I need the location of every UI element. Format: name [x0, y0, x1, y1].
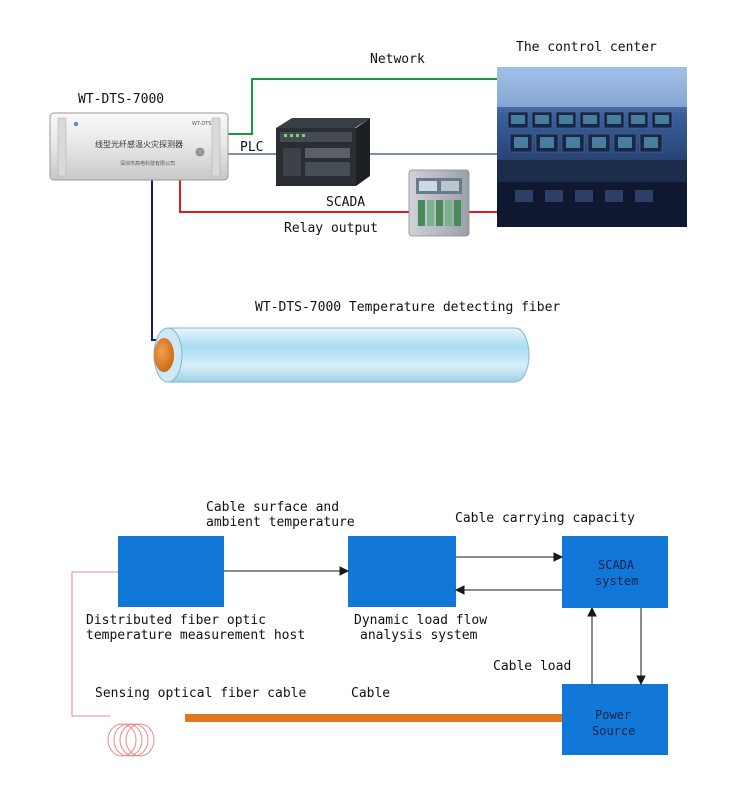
fiber-label: WT-DTS-7000 Temperature detecting fiber [255, 300, 560, 315]
host-caption-line1: Distributed fiber optic [86, 613, 266, 628]
device-port-icon [195, 147, 205, 157]
analysis-caption-line1: Dynamic load flow [354, 613, 487, 628]
top-diagram: WT-DTS-7000 WT-DTS 线型光纤感温火灾探测器 深圳市高电科技有限… [49, 40, 687, 383]
device-panel-subtext: 深圳市高电科技有限公司 [120, 160, 175, 167]
fiber-lead-line [151, 180, 170, 341]
device-panel-text: 线型光纤感温火灾探测器 [95, 139, 183, 149]
control-center-label: The control center [516, 40, 657, 55]
bottom-diagram: Cable surface and ambient temperature Ca… [71, 500, 668, 757]
sensing-fiber-label: Sensing optical fiber cable [95, 686, 306, 701]
scada-line [179, 178, 500, 213]
temperature-detecting-fiber-icon [153, 327, 530, 383]
surface-temp-label-line1: Cable surface and [206, 500, 339, 515]
scada-panel-icon [408, 169, 470, 237]
measurement-host-box [118, 536, 224, 607]
host-caption-line2: temperature measurement host [86, 628, 305, 643]
relay-output-label: Relay output [284, 221, 378, 236]
network-line [225, 78, 500, 135]
device-model-tag: WT-DTS [192, 121, 211, 127]
sensing-fiber-line [71, 571, 118, 717]
fiber-core-icon [154, 338, 174, 372]
cable-load-label: Cable load [493, 659, 571, 674]
scada-label: SCADA [326, 195, 365, 210]
device-label: WT-DTS-7000 [78, 92, 164, 107]
control-center-room-image [497, 67, 687, 227]
surface-temp-label-line2: ambient temperature [206, 515, 355, 530]
wt-dts-device: WT-DTS 线型光纤感温火灾探测器 深圳市高电科技有限公司 [49, 112, 229, 181]
sensing-fiber-coil-icon [107, 723, 155, 757]
carrying-capacity-label: Cable carrying capacity [455, 511, 635, 526]
analysis-caption-line2: analysis system [360, 628, 478, 643]
power-source-box [562, 684, 668, 755]
plc-unit-icon [276, 118, 370, 186]
load-flow-analysis-box [348, 536, 456, 607]
scada-system-box [562, 536, 668, 608]
power-box-label-line2: Source [592, 724, 635, 738]
scada-box-label-line2: system [595, 574, 638, 588]
power-box-label-line1: Power [595, 708, 631, 722]
scada-box-label-line1: SCADA [598, 558, 635, 572]
cable-label: Cable [351, 686, 390, 701]
plc-label: PLC [240, 140, 263, 155]
network-label: Network [370, 52, 425, 67]
brand-logo-icon [73, 121, 79, 127]
cable-bar [185, 714, 562, 722]
